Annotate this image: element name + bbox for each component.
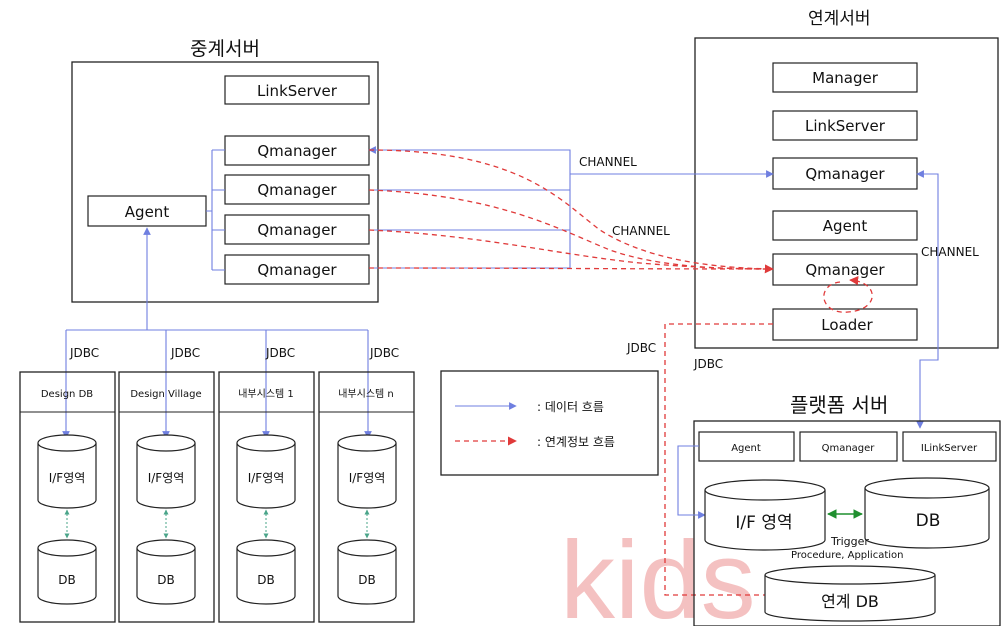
- internal-systems: JDBC JDBC JDBC JDBC Design DB Design Vil…: [19, 227, 415, 623]
- platform-link-db-label: 연계 DB: [821, 592, 879, 611]
- system-1-if-cylinder: [37, 434, 97, 509]
- system-3-if-label: I/F영역: [248, 471, 285, 485]
- link-qmanager-top-box: [772, 157, 918, 190]
- relay-server-title: 중계서버: [190, 38, 260, 60]
- platform-agent-label: Agent: [731, 443, 761, 454]
- procedure-label: Procedure, Application: [791, 550, 903, 561]
- legend: : 데이터 흐름 : 연계정보 흐름: [440, 370, 659, 476]
- system-3-if-cylinder: [236, 434, 296, 509]
- relay-linkserver-box: [224, 75, 370, 105]
- channel-label-1: CHANNEL: [579, 155, 637, 169]
- platform-server-title: 플랫폼 서버: [790, 393, 888, 417]
- system-2-db-label: DB: [157, 573, 174, 587]
- link-server-title: 연계서버: [808, 9, 871, 29]
- relay-qmanager-3-label: Qmanager: [257, 221, 337, 239]
- system-2-if-label: I/F영역: [148, 471, 185, 485]
- jdbc-label-platform: JDBC: [693, 357, 723, 371]
- system-1-name: Design DB: [41, 389, 93, 400]
- relay-agent-link: [206, 149, 225, 271]
- system-4-name: 내부시스템 n: [338, 388, 394, 400]
- relay-qmanager-4: [224, 254, 370, 285]
- platform-link-db-cylinder: [764, 565, 936, 622]
- system-4-if-cylinder: [337, 434, 397, 509]
- platform-ilinkserver-box: [902, 431, 997, 462]
- link-manager-box: [772, 62, 918, 93]
- link-linkserver-box: [772, 110, 918, 141]
- relay-qmanager-4-label: Qmanager: [257, 261, 337, 279]
- platform-qmanager-label: Qmanager: [822, 443, 876, 454]
- platform-db-label: DB: [916, 511, 941, 531]
- system-3-db-label: DB: [257, 573, 274, 587]
- link-agent-box: [772, 210, 918, 241]
- platform-qmanager-box: [799, 431, 898, 462]
- legend-link-label: : 연계정보 흐름: [537, 435, 615, 449]
- system-4-db-label: DB: [358, 573, 375, 587]
- platform-server: 플랫폼 서버 Agent Qmanager ILinkServer I/F 영역…: [677, 393, 1001, 626]
- system-2-name: Design Village: [130, 389, 201, 400]
- qmanager-loader-loop: [823, 276, 873, 313]
- system-1-db-label: DB: [58, 573, 75, 587]
- legend-data-label: : 데이터 흐름: [537, 400, 604, 414]
- system-3-jdbc: JDBC: [265, 346, 295, 360]
- link-loader-box: [772, 308, 918, 341]
- system-1-if-label: I/F영역: [49, 471, 86, 485]
- relay-server: 중계서버 LinkServer Agent Qmanager Qmanager …: [71, 38, 379, 303]
- link-agent-label: Agent: [823, 217, 868, 235]
- system-1-jdbc: JDBC: [69, 346, 99, 360]
- channel-connections: CHANNEL CHANNEL CHANNEL JDBC JDBC: [368, 146, 979, 600]
- link-qmanager-top-label: Qmanager: [805, 165, 885, 183]
- relay-agent-box: [87, 195, 207, 227]
- relay-agent-label: Agent: [125, 203, 170, 221]
- relay-qmanager-1-label: Qmanager: [257, 142, 337, 160]
- system-4-if-label: I/F영역: [349, 471, 386, 485]
- link-qmanager-bottom-label: Qmanager: [805, 261, 885, 279]
- system-4-jdbc: JDBC: [369, 346, 399, 360]
- link-loader-label: Loader: [821, 316, 873, 334]
- relay-qmanager-2: [224, 174, 370, 205]
- system-4-db-cylinder: [337, 539, 397, 605]
- platform-if-cylinder: [704, 479, 826, 551]
- system-2-jdbc: JDBC: [170, 346, 200, 360]
- link-server: 연계서버 Manager LinkServer Qmanager Agent Q…: [694, 9, 999, 349]
- system-2-db-cylinder: [136, 539, 196, 605]
- platform-db-cylinder: [864, 477, 990, 549]
- relay-linkserver-label: LinkServer: [257, 82, 338, 100]
- relay-qmanager-2-label: Qmanager: [257, 181, 337, 199]
- channel-label-2: CHANNEL: [612, 224, 670, 238]
- system-1-db-cylinder: [37, 539, 97, 605]
- jdbc-label-link: JDBC: [626, 341, 656, 355]
- trigger-label: Trigger: [830, 535, 869, 548]
- channel-label-3: CHANNEL: [921, 245, 979, 259]
- system-3-db-cylinder: [236, 539, 296, 605]
- system-3-name: 내부시스템 1: [238, 388, 294, 400]
- platform-agent-box: [698, 431, 795, 462]
- platform-ilinkserver-label: ILinkServer: [921, 443, 978, 454]
- platform-if-label: I/F 영역: [735, 513, 792, 533]
- system-2-if-cylinder: [136, 434, 196, 509]
- link-manager-label: Manager: [812, 69, 879, 87]
- link-linkserver-label: LinkServer: [805, 117, 886, 135]
